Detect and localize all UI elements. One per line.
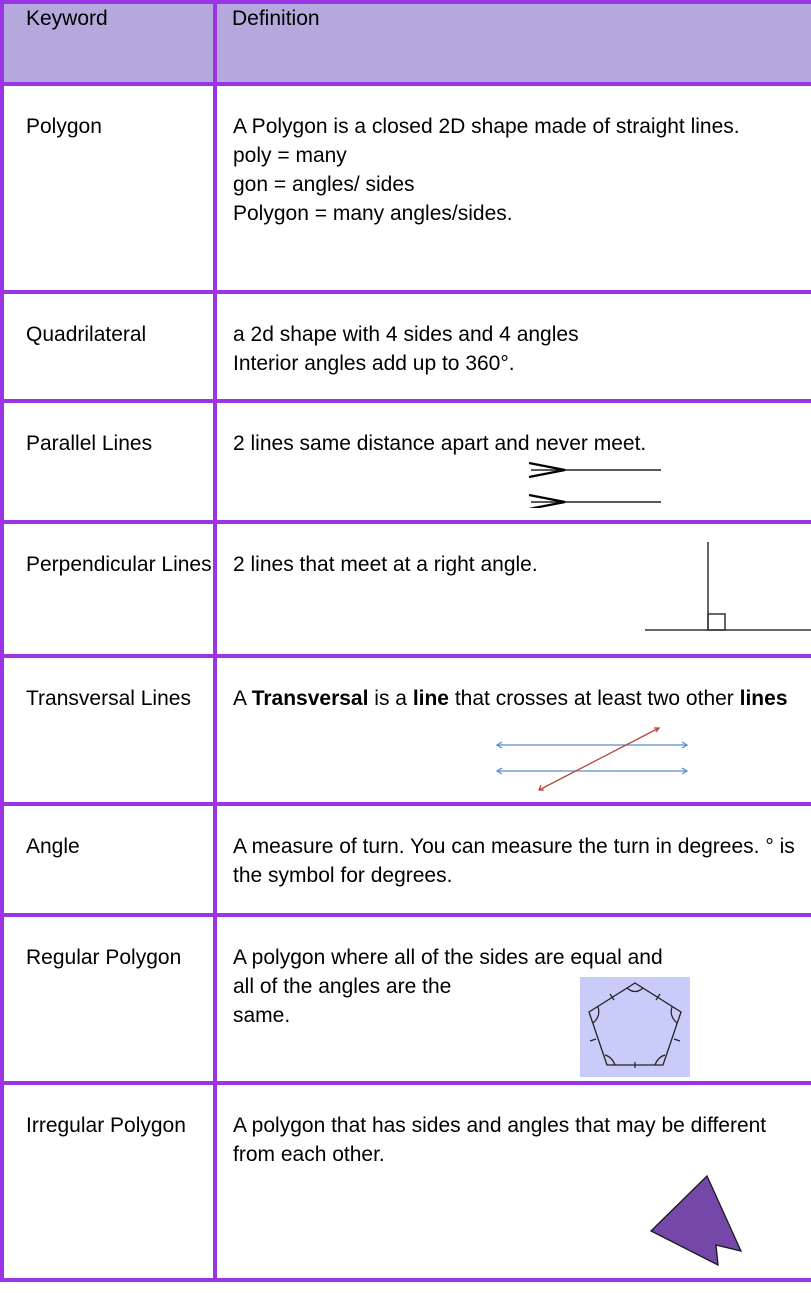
definition-cell: A polygon that has sides and angles that…: [213, 1081, 811, 1282]
header-definition: Definition: [213, 0, 811, 86]
definition-cell: A Transversal is a line that crosses at …: [213, 654, 811, 806]
definition-text: A Transversal is a line that crosses at …: [233, 687, 788, 710]
keyword-text: Irregular Polygon: [26, 1114, 186, 1137]
table-row: Transversal Lines A Transversal is a lin…: [0, 654, 811, 806]
keyword-text: Quadrilateral: [26, 323, 147, 346]
keyword-text: Angle: [26, 835, 80, 858]
definition-cell: A polygon where all of the sides are equ…: [213, 913, 811, 1085]
keyword-cell: Perpendicular Lines: [0, 520, 217, 658]
keyword-text: Regular Polygon: [26, 946, 182, 969]
definition-text: A measure of turn. You can measure the t…: [233, 835, 795, 887]
table-row: Perpendicular Lines 2 lines that meet at…: [0, 520, 811, 658]
keyword-text: Parallel Lines: [26, 432, 153, 455]
transversal-icon: [495, 727, 689, 791]
table-row: Irregular Polygon A polygon that has sid…: [0, 1081, 811, 1282]
table-header-row: Keyword Definition: [0, 0, 811, 86]
keyword-text: Polygon: [26, 115, 102, 138]
keyword-cell: Angle: [0, 802, 217, 917]
parallel-lines-icon: [528, 461, 661, 508]
right-angle-icon: [645, 542, 811, 631]
keyword-cell: Regular Polygon: [0, 913, 217, 1085]
keyword-cell: Quadrilateral: [0, 290, 217, 403]
definition-cell: 2 lines same distance apart and never me…: [213, 399, 811, 524]
keyword-text: Transversal Lines: [26, 687, 191, 710]
definition-text: 2 lines same distance apart and never me…: [233, 432, 647, 455]
definition-cell: A Polygon is a closed 2D shape made of s…: [213, 82, 811, 294]
table-row: Polygon A Polygon is a closed 2D shape m…: [0, 82, 811, 294]
definition-cell: 2 lines that meet at a right angle.: [213, 520, 811, 658]
definition-text: A polygon that has sides and angles that…: [233, 1114, 767, 1166]
definition-text: 2 lines that meet at a right angle.: [233, 553, 538, 576]
keyword-text: Perpendicular Lines: [26, 553, 212, 576]
header-keyword: Keyword: [0, 0, 217, 86]
definition-text: A polygon where all of the sides are equ…: [233, 946, 663, 1027]
table-row: Regular Polygon A polygon where all of t…: [0, 913, 811, 1085]
keyword-cell: Transversal Lines: [0, 654, 217, 806]
regular-pentagon-icon: [580, 977, 690, 1077]
keyword-cell: Parallel Lines: [0, 399, 217, 524]
definition-cell: A measure of turn. You can measure the t…: [213, 802, 811, 917]
definition-text: A Polygon is a closed 2D shape made of s…: [233, 115, 740, 225]
keyword-cell: Irregular Polygon: [0, 1081, 217, 1282]
table-row: Quadrilateral a 2d shape with 4 sides an…: [0, 290, 811, 403]
table-row: Angle A measure of turn. You can measure…: [0, 802, 811, 917]
keyword-cell: Polygon: [0, 82, 217, 294]
definition-text: a 2d shape with 4 sides and 4 angles Int…: [233, 323, 579, 375]
table-row: Parallel Lines 2 lines same distance apa…: [0, 399, 811, 524]
irregular-polygon-icon: [649, 1174, 743, 1267]
definition-cell: a 2d shape with 4 sides and 4 angles Int…: [213, 290, 811, 403]
